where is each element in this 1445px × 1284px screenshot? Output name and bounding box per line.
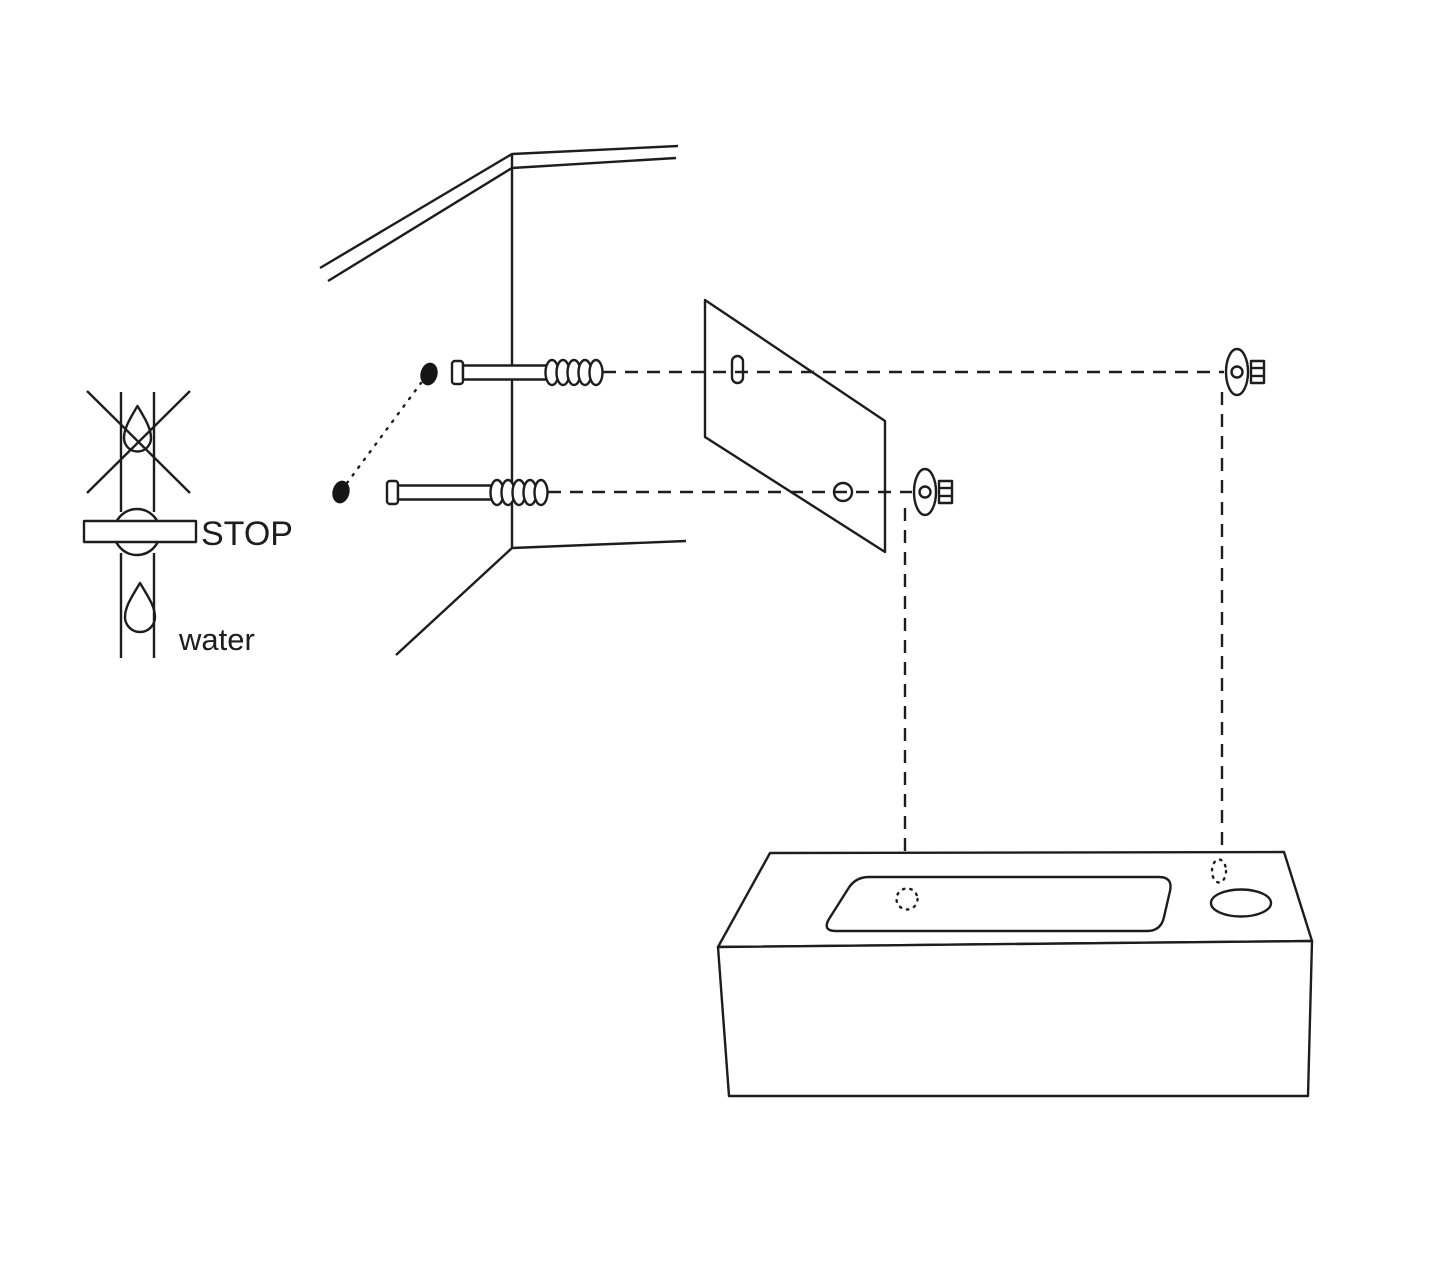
drill-hole-icon bbox=[420, 362, 438, 386]
bolt-head bbox=[937, 479, 954, 505]
alignment-dashed-lines bbox=[548, 370, 1224, 886]
no-water-cross-icon bbox=[86, 390, 191, 494]
plug-ribs bbox=[544, 358, 604, 387]
basin-bowl-recess bbox=[825, 875, 1172, 933]
water-drop-icon bbox=[123, 581, 157, 634]
mount-mark-left bbox=[895, 887, 919, 911]
washer-bolt-upper bbox=[1224, 347, 1266, 397]
washer-bolt-lower bbox=[912, 467, 954, 517]
drill-hole-icon bbox=[332, 480, 350, 504]
drill-holes bbox=[332, 362, 438, 504]
faucet-hole bbox=[1209, 888, 1273, 918]
mounting-bracket bbox=[703, 298, 887, 554]
wall-anchor-lower bbox=[385, 478, 549, 507]
bolt-head bbox=[1249, 359, 1266, 385]
bracket-slot bbox=[730, 354, 745, 385]
wall-top-edge-inner bbox=[327, 156, 677, 283]
mounting-bracket-icon bbox=[703, 298, 887, 554]
washer-center-hole bbox=[1230, 365, 1244, 379]
stop-label: STOP bbox=[201, 515, 293, 553]
wall-anchor-upper bbox=[450, 358, 604, 387]
water-drop-icon bbox=[122, 404, 153, 453]
wall-top-edge-outer bbox=[319, 144, 679, 270]
mount-mark-right bbox=[1210, 858, 1228, 884]
drill-guide-dotted-line bbox=[345, 381, 423, 485]
screw-head bbox=[450, 359, 465, 386]
valve-bar bbox=[82, 519, 198, 544]
wall-bottom-edge-right bbox=[511, 539, 687, 550]
screw-head bbox=[385, 479, 400, 506]
plug-ribs bbox=[489, 478, 549, 507]
wall-bottom-edge-left bbox=[395, 547, 513, 656]
shutoff-valve-symbol: STOP water bbox=[82, 390, 293, 658]
basin-mount-marks bbox=[895, 858, 1228, 911]
water-pipe bbox=[119, 392, 156, 658]
basin-front-face bbox=[716, 939, 1314, 1098]
water-label: water bbox=[178, 622, 255, 657]
screw-shank bbox=[461, 364, 551, 381]
screw-shank bbox=[396, 484, 495, 501]
washbasin bbox=[716, 850, 1314, 1098]
wall-corner bbox=[319, 144, 687, 656]
washer-center-hole bbox=[918, 485, 932, 499]
